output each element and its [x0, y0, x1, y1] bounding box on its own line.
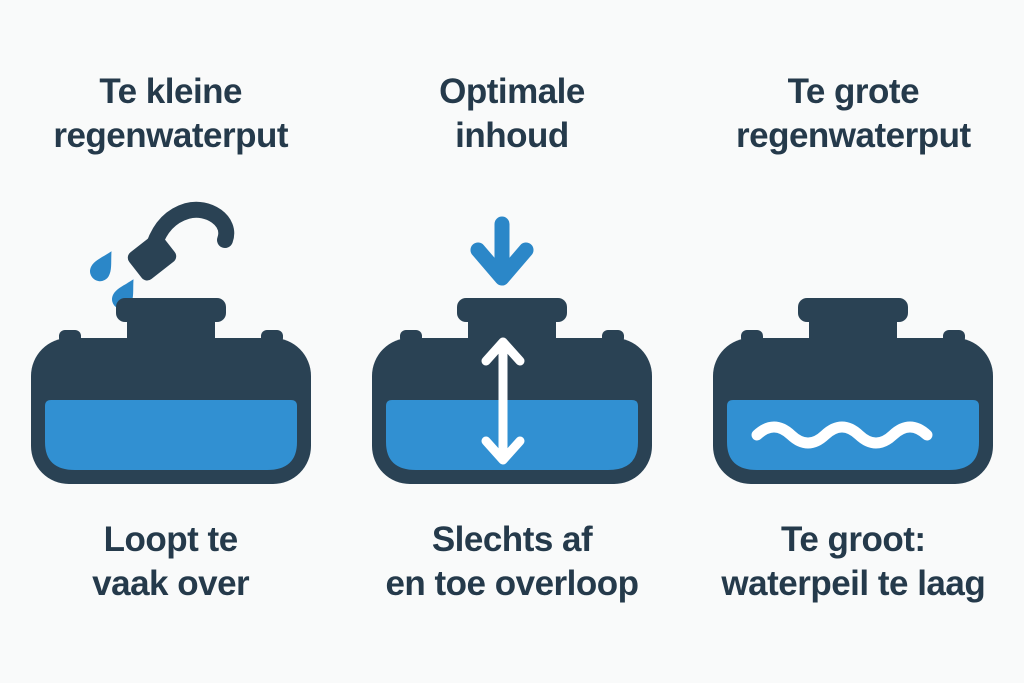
- panel-title: Te grote regenwaterput: [735, 72, 971, 155]
- low-water-tank-icon: [713, 298, 994, 484]
- panel-caption: Te groot: waterpeil te laag: [721, 520, 986, 603]
- shower-nozzle: [127, 233, 176, 281]
- overflowing-tank-shower-icon: [30, 201, 311, 484]
- low-water-wave-icon: [751, 421, 933, 449]
- panel-optimal-tank: Optimale inhoud Slechts af en toe overlo…: [341, 0, 682, 683]
- water-drop-icon: [89, 251, 112, 282]
- shower-spout-curve: [145, 201, 234, 253]
- panel-too-small-tank: Te kleine regenwaterput Loopt te vaak ov…: [0, 0, 341, 683]
- level-range-double-arrow-icon: [481, 337, 525, 465]
- optimal-tank-icon: [371, 216, 652, 484]
- panel-too-large-tank: Te grote regenwaterput Te groot: waterpe…: [683, 0, 1024, 683]
- tank-icon: [713, 298, 994, 484]
- tank-icon: [30, 298, 311, 484]
- panel-title: Te kleine regenwaterput: [53, 72, 288, 155]
- panel-caption: Loopt te vaak over: [92, 520, 250, 603]
- inflow-down-arrow-icon: [470, 216, 534, 286]
- panel-caption: Slechts af en toe overloop: [385, 520, 639, 603]
- panel-title: Optimale inhoud: [439, 72, 585, 155]
